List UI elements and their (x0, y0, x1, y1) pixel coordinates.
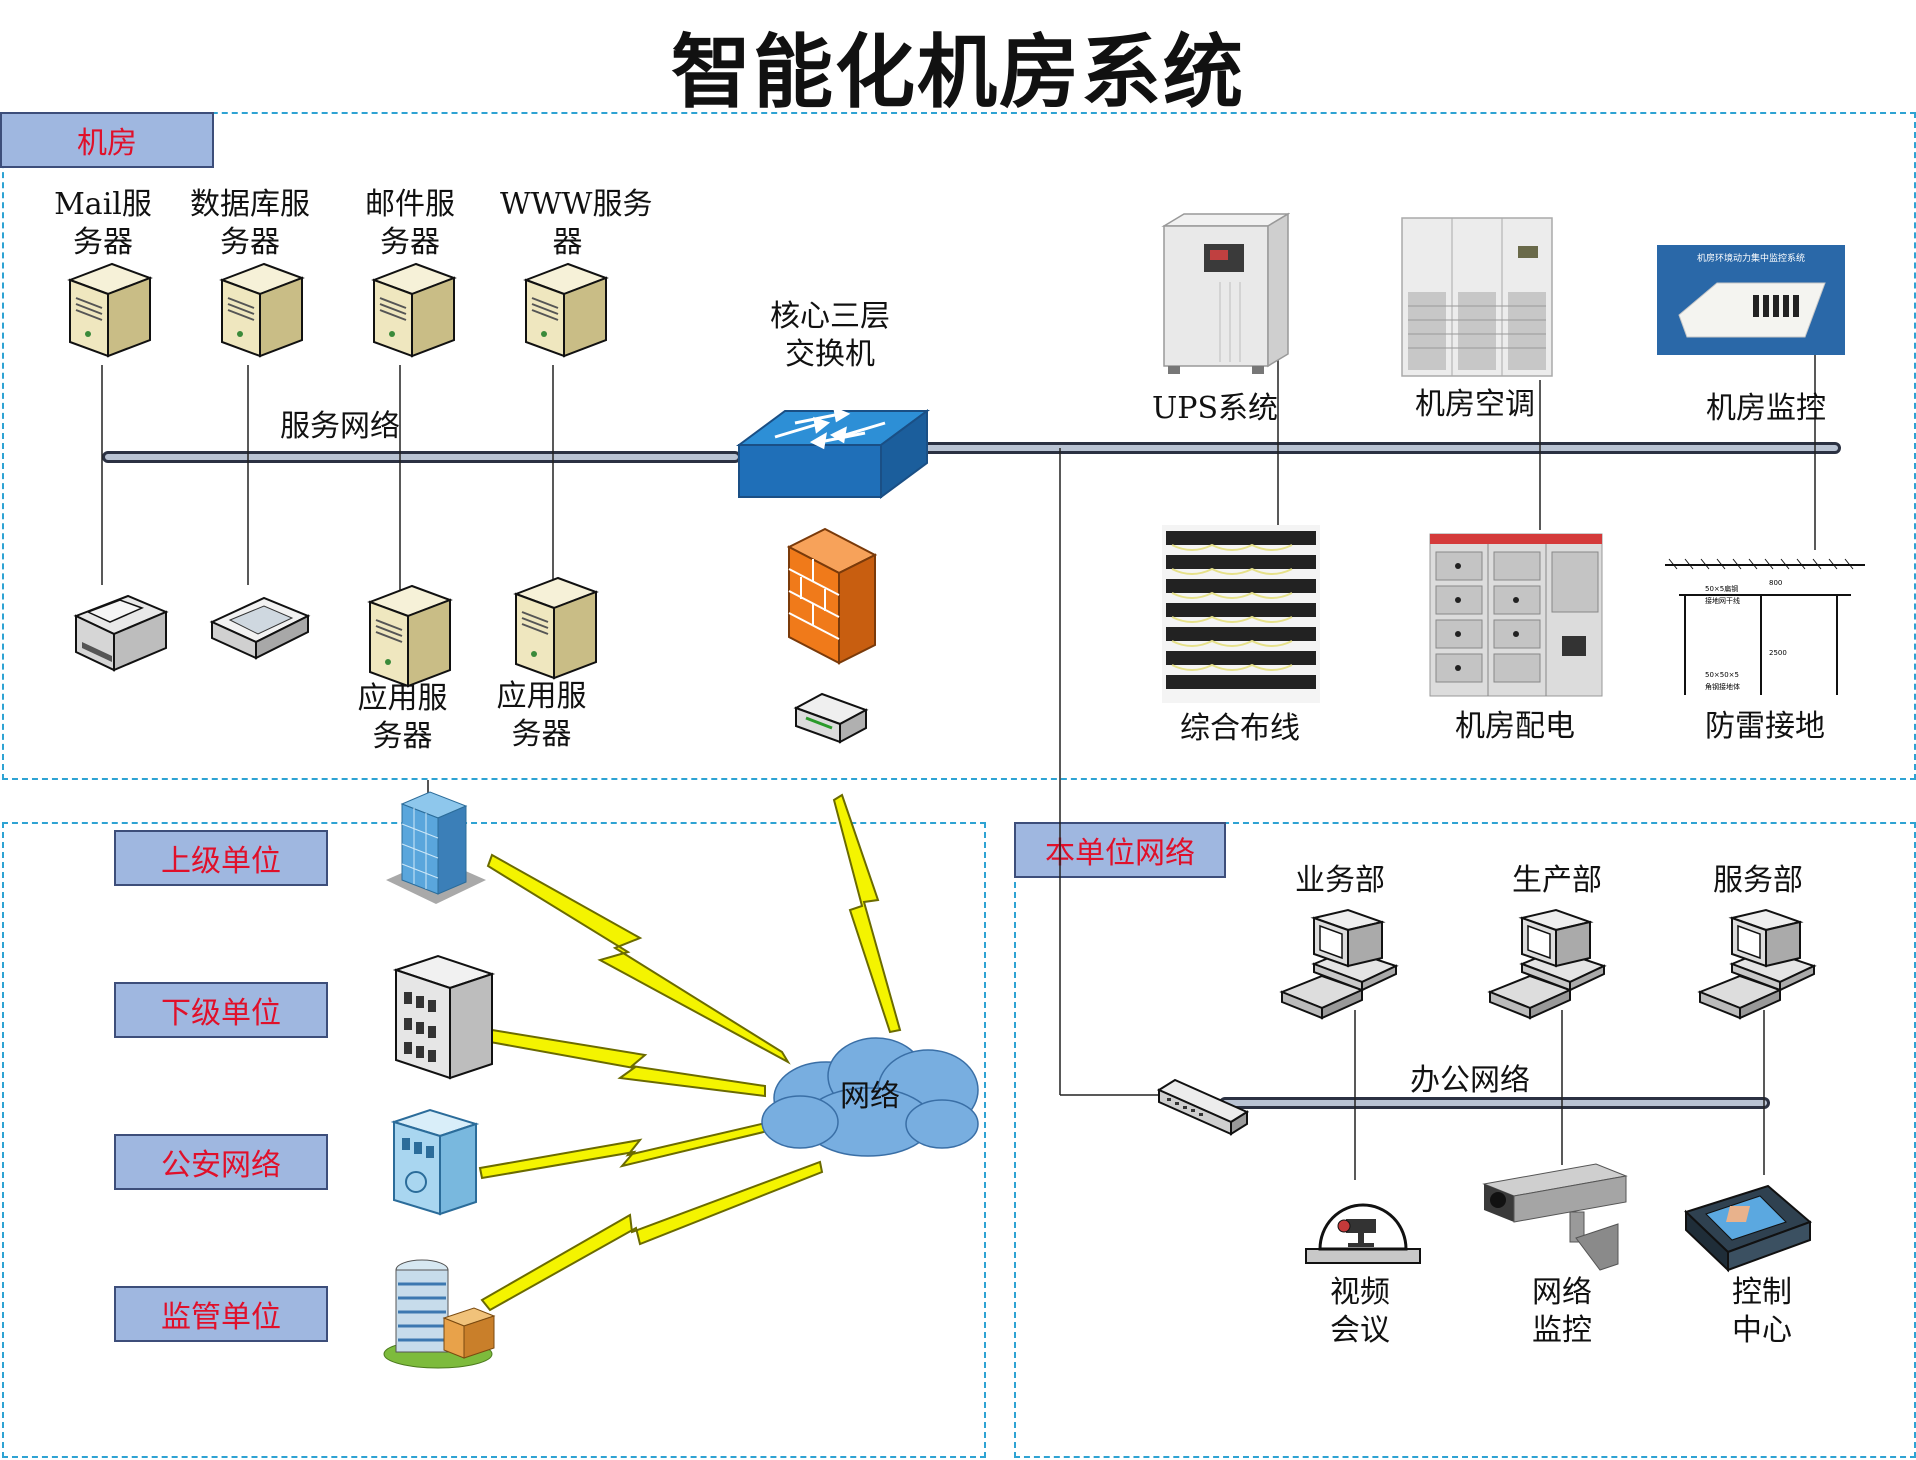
server-icon (523, 262, 609, 358)
unit-tag-subordinate: 下级单位 (114, 982, 328, 1038)
police-building-icon (390, 1108, 480, 1216)
grounding-note: 接地网干线 (1705, 596, 1740, 605)
firewall-icon (786, 527, 878, 665)
grounding-note: 角钢接地体 (1705, 682, 1740, 691)
server-icon (67, 262, 153, 358)
scanner-icon (209, 596, 311, 660)
office-network-label: 办公网络 (1410, 1063, 1530, 1098)
local-network-zone (1014, 822, 1916, 1458)
grounding-note: 50×5扁钢 (1705, 584, 1738, 593)
facility-label-monitoring: 机房监控 (1706, 391, 1826, 426)
endpoint-label-video: 视频 会议 (1330, 1275, 1390, 1348)
app-server-icon (367, 584, 453, 688)
unit-tag-police: 公安网络 (114, 1134, 328, 1190)
app-server-label: 应用服 务器 (496, 679, 587, 752)
server-label-email: 邮件服 务器 (365, 187, 455, 260)
ups-cabinet-icon (1161, 212, 1290, 374)
grounding-note: 50×50×5 (1705, 671, 1739, 679)
diagram-title: 智能化机房系统 (671, 25, 1245, 119)
video-conference-icon (1305, 1203, 1421, 1264)
unit-tag-regulator: 监管单位 (114, 1286, 328, 1342)
app-server-icon (513, 576, 599, 680)
room-monitoring-screen-icon: 机房环境动力集中监控系统 (1657, 245, 1845, 355)
endpoint-label-control: 控制 中心 (1732, 1275, 1792, 1348)
external-zone (2, 822, 986, 1458)
unit-tag-superior: 上级单位 (114, 830, 328, 886)
structured-cabling-icon (1162, 525, 1320, 703)
department-label-service: 服务部 (1713, 863, 1803, 898)
cloud-label: 网络 (840, 1079, 900, 1114)
power-distribution-icon (1429, 533, 1603, 697)
office-building-icon (392, 954, 496, 1080)
control-panel-icon (1684, 1184, 1812, 1273)
router-icon (793, 692, 869, 744)
regulator-building-icon (383, 1259, 496, 1369)
server-icon (219, 262, 305, 358)
department-label-business: 业务部 (1295, 863, 1385, 898)
grounding-note: 800 (1769, 579, 1782, 587)
computer-icon (1279, 908, 1399, 1020)
service-network-label: 服务网络 (280, 409, 400, 444)
facility-label-power: 机房配电 (1455, 709, 1575, 744)
office-switch-icon (1156, 1078, 1250, 1136)
server-label-mail: Mail服 务器 (54, 187, 152, 260)
core-switch-label: 核心三层 交换机 (770, 299, 890, 372)
computer-icon (1697, 908, 1817, 1020)
facility-label-grounding: 防雷接地 (1705, 709, 1825, 744)
core-switch-icon (735, 406, 931, 499)
app-server-label: 应用服 务器 (357, 681, 448, 754)
server-room-zone (2, 112, 1916, 780)
facility-label-cabling: 综合布线 (1180, 711, 1300, 746)
office-tower-icon (386, 780, 486, 904)
printer-icon (73, 594, 169, 672)
server-label-www: WWW服务 器 (500, 187, 653, 260)
server-label-database: 数据库服 务器 (190, 187, 310, 260)
endpoint-label-monitoring: 网络 监控 (1532, 1275, 1592, 1348)
server-room-tag: 机房 (0, 112, 214, 168)
security-camera-icon (1482, 1163, 1628, 1271)
local-network-tag: 本单位网络 (1014, 822, 1226, 878)
monitoring-screen-caption: 机房环境动力集中监控系统 (1697, 252, 1805, 264)
air-conditioner-icon (1401, 217, 1553, 377)
server-icon (371, 262, 457, 358)
department-label-production: 生产部 (1512, 863, 1602, 898)
lightning-grounding-icon: 50×5扁钢 接地网干线 50×50×5 角钢接地体 2500 800 (1665, 558, 1865, 695)
facility-label-ups: UPS系统 (1151, 391, 1279, 426)
network-cloud-icon (761, 1037, 979, 1157)
facility-label-ac: 机房空调 (1415, 387, 1535, 422)
grounding-note: 2500 (1769, 649, 1787, 657)
computer-icon (1487, 908, 1607, 1020)
